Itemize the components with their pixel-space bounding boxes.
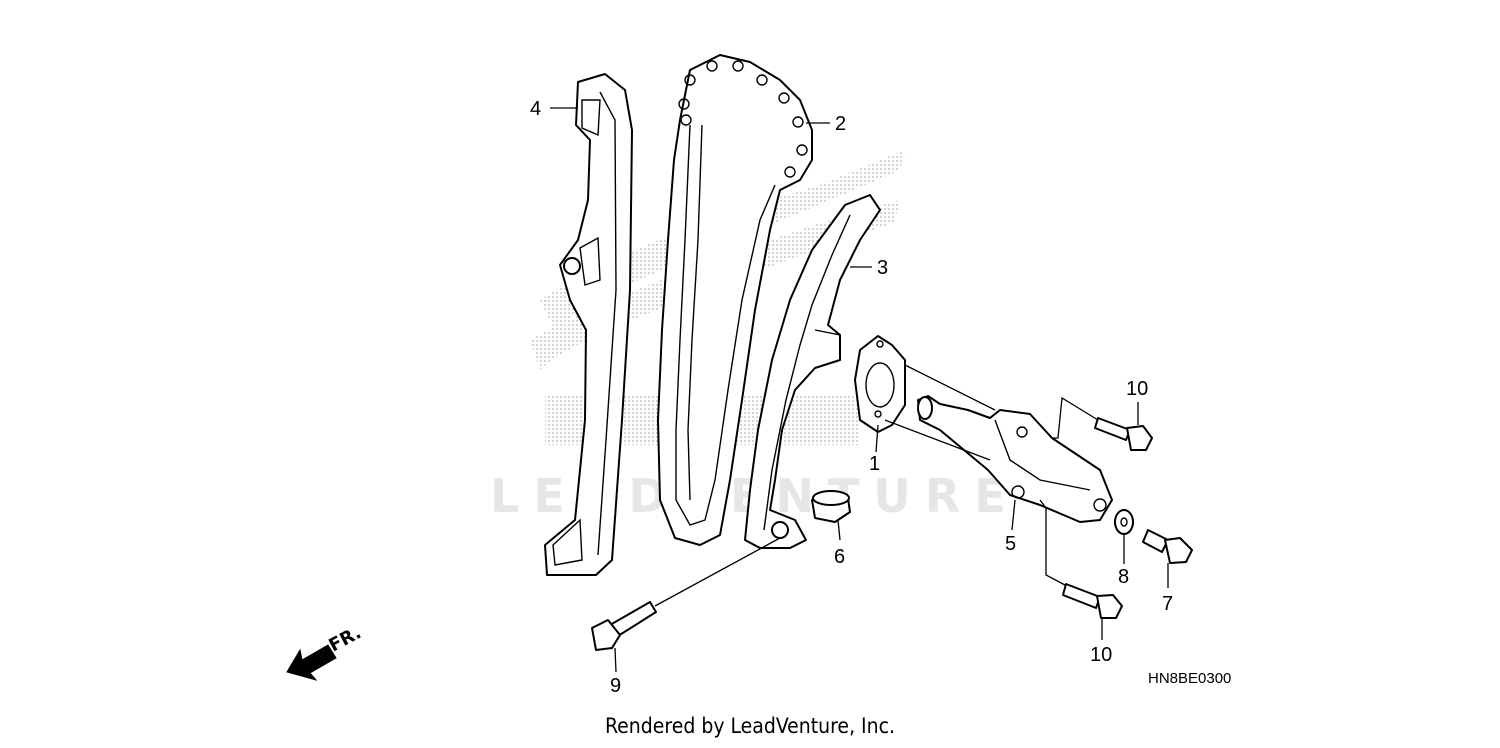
assembly-guide-lines: [654, 364, 1099, 607]
tensioner-lifter[interactable]: [917, 395, 1113, 523]
part-4-chain-guide[interactable]: [544, 73, 633, 576]
part-10-bolt-upper[interactable]: [1094, 417, 1153, 451]
callout-10-upper: 10: [1126, 378, 1148, 400]
part-8-washer[interactable]: [1114, 509, 1134, 535]
callout-6: 6: [834, 546, 845, 568]
callout-leaders: [550, 107, 1169, 673]
callout-labels: 4 2 3 1 5 6 8 7 9 10 10: [530, 98, 1173, 697]
part-9-bolt[interactable]: [591, 601, 657, 651]
callout-9: 9: [610, 675, 621, 697]
diagram-code: HN8BE0300: [1148, 670, 1231, 687]
callout-10-lower: 10: [1090, 644, 1112, 666]
footer-credit: Rendered by LeadVenture, Inc.: [605, 714, 895, 738]
callout-2: 2: [835, 113, 846, 135]
part-2-cam-chain[interactable]: [657, 54, 813, 546]
callout-3: 3: [877, 257, 888, 279]
front-direction-indicator: FR.: [286, 622, 365, 681]
callout-4: 4: [530, 98, 541, 120]
callout-5: 5: [1005, 533, 1016, 555]
part-3-tensioner-slipper[interactable]: [744, 194, 881, 549]
part-6-collar[interactable]: [811, 490, 851, 523]
part-10-bolt-lower[interactable]: [1062, 583, 1123, 619]
chain-links: [678, 60, 808, 178]
callout-7: 7: [1162, 593, 1173, 615]
part-1-gasket[interactable]: [854, 335, 906, 433]
part-7-bolt[interactable]: [1142, 529, 1193, 564]
callout-1: 1: [869, 453, 880, 475]
front-arrow-icon: [286, 644, 337, 681]
callout-8: 8: [1118, 566, 1129, 588]
